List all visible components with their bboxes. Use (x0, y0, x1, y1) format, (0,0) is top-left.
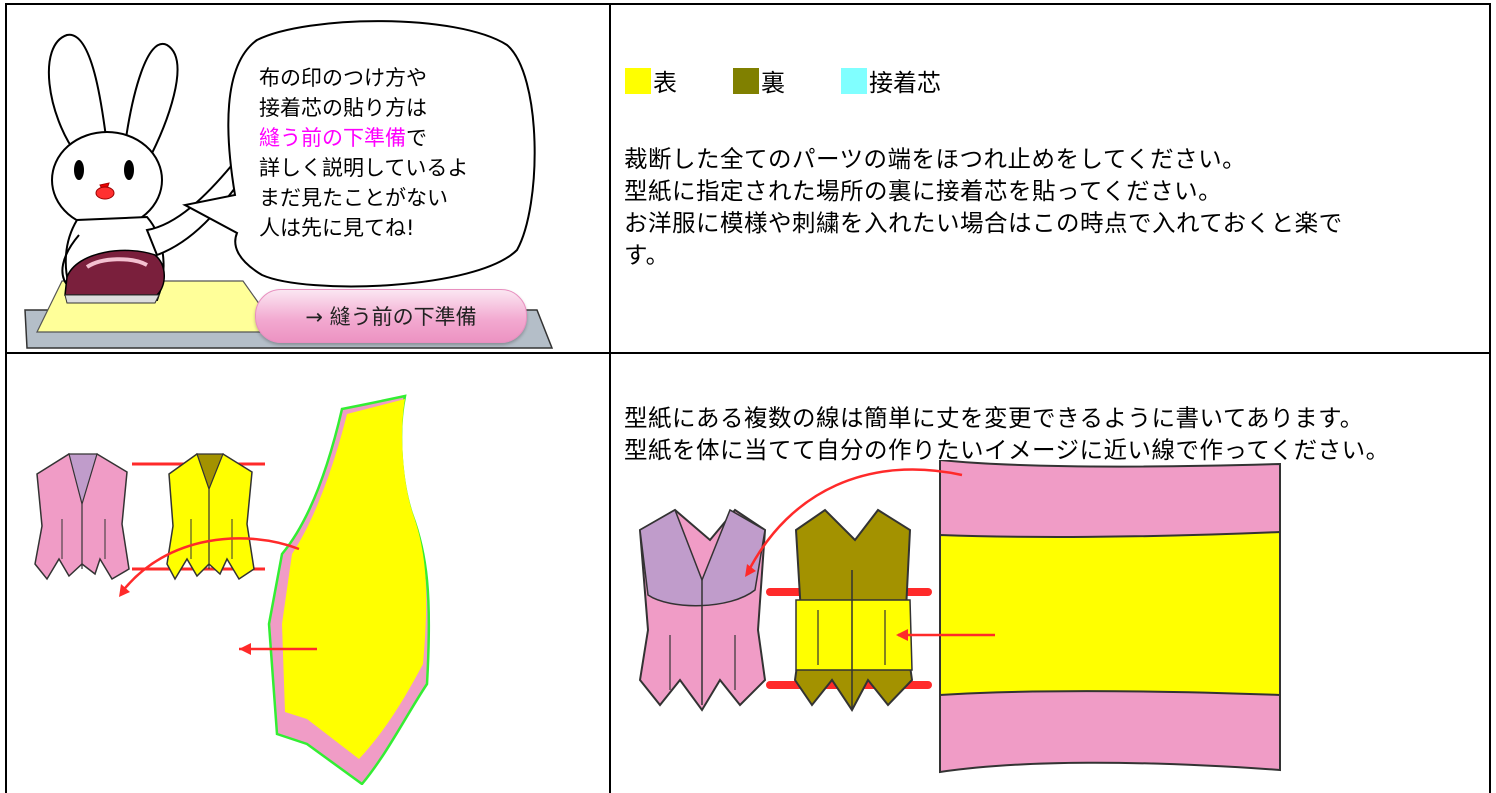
bubble-line-3-rest: で (406, 126, 427, 150)
table-border-top (5, 3, 1491, 5)
bubble-line-1: 布の印のつけ方や (259, 66, 427, 90)
ironing-rabbit-illustration (24, 20, 554, 349)
legend-label-back: 裏 (761, 69, 785, 97)
prep-guide-button[interactable]: → 縫う前の下準備 (255, 289, 527, 343)
instructions-bottom: 型紙にある複数の線は簡単に丈を変更できるように書いてあります。 型紙を体に当てて… (624, 402, 1390, 466)
bubble-line-3: 縫う前の下準備で (259, 123, 468, 153)
color-legend: 表 裏 接着芯 (625, 63, 997, 98)
instructions-top: 裁断した全てのパーツの端をほつれ止めをしてください。 型紙に指定された場所の裏に… (624, 143, 1343, 271)
legend-label-interfacing: 接着芯 (869, 69, 941, 97)
bubble-line-4: 詳しく説明しているよ (259, 156, 469, 180)
instruction-line: 型紙を体に当てて自分の作りたいイメージに近い線で作ってください。 (624, 436, 1390, 464)
rabbit-illustration-cell: 布の印のつけ方や 接着芯の貼り方は 縫う前の下準備で 詳しく説明しているよ まだ… (7, 5, 609, 352)
table-border-right (1489, 3, 1491, 793)
vest-fabric-illustration (638, 460, 1281, 774)
instruction-line: す。 (624, 241, 670, 269)
speech-bubble-text: 布の印のつけ方や 接着芯の貼り方は 縫う前の下準備で 詳しく説明しているよ まだ… (259, 63, 468, 243)
legend-item-back: 裏 (733, 63, 785, 98)
layout-table (5, 3, 1491, 793)
prep-link-text[interactable]: 縫う前の下準備 (259, 126, 406, 150)
table-border-left (5, 3, 7, 793)
vest-pattern-illustration (34, 394, 431, 785)
front-swatch (625, 67, 651, 94)
legend-label-front: 表 (653, 69, 677, 97)
legend-item-interfacing: 接着芯 (841, 63, 941, 98)
instruction-line: お洋服に模様や刺繍を入れたい場合はこの時点で入れておくと楽で (624, 209, 1343, 237)
vest-pattern-cell (7, 354, 609, 785)
instruction-line: 型紙に指定された場所の裏に接着芯を貼ってください。 (624, 177, 1223, 205)
instruction-line: 型紙にある複数の線は簡単に丈を変更できるように書いてあります。 (624, 404, 1364, 432)
bubble-line-6: 人は先に見てね! (259, 216, 415, 240)
bubble-line-5: まだ見たことがない (259, 186, 448, 210)
bubble-line-2: 接着芯の貼り方は (259, 96, 427, 120)
interfacing-swatch (841, 67, 867, 94)
instruction-line: 裁断した全てのパーツの端をほつれ止めをしてください。 (624, 145, 1247, 173)
back-swatch (733, 67, 759, 94)
table-border-middle (609, 3, 611, 793)
table-border-row (5, 352, 1491, 354)
legend-item-front: 表 (625, 63, 677, 98)
